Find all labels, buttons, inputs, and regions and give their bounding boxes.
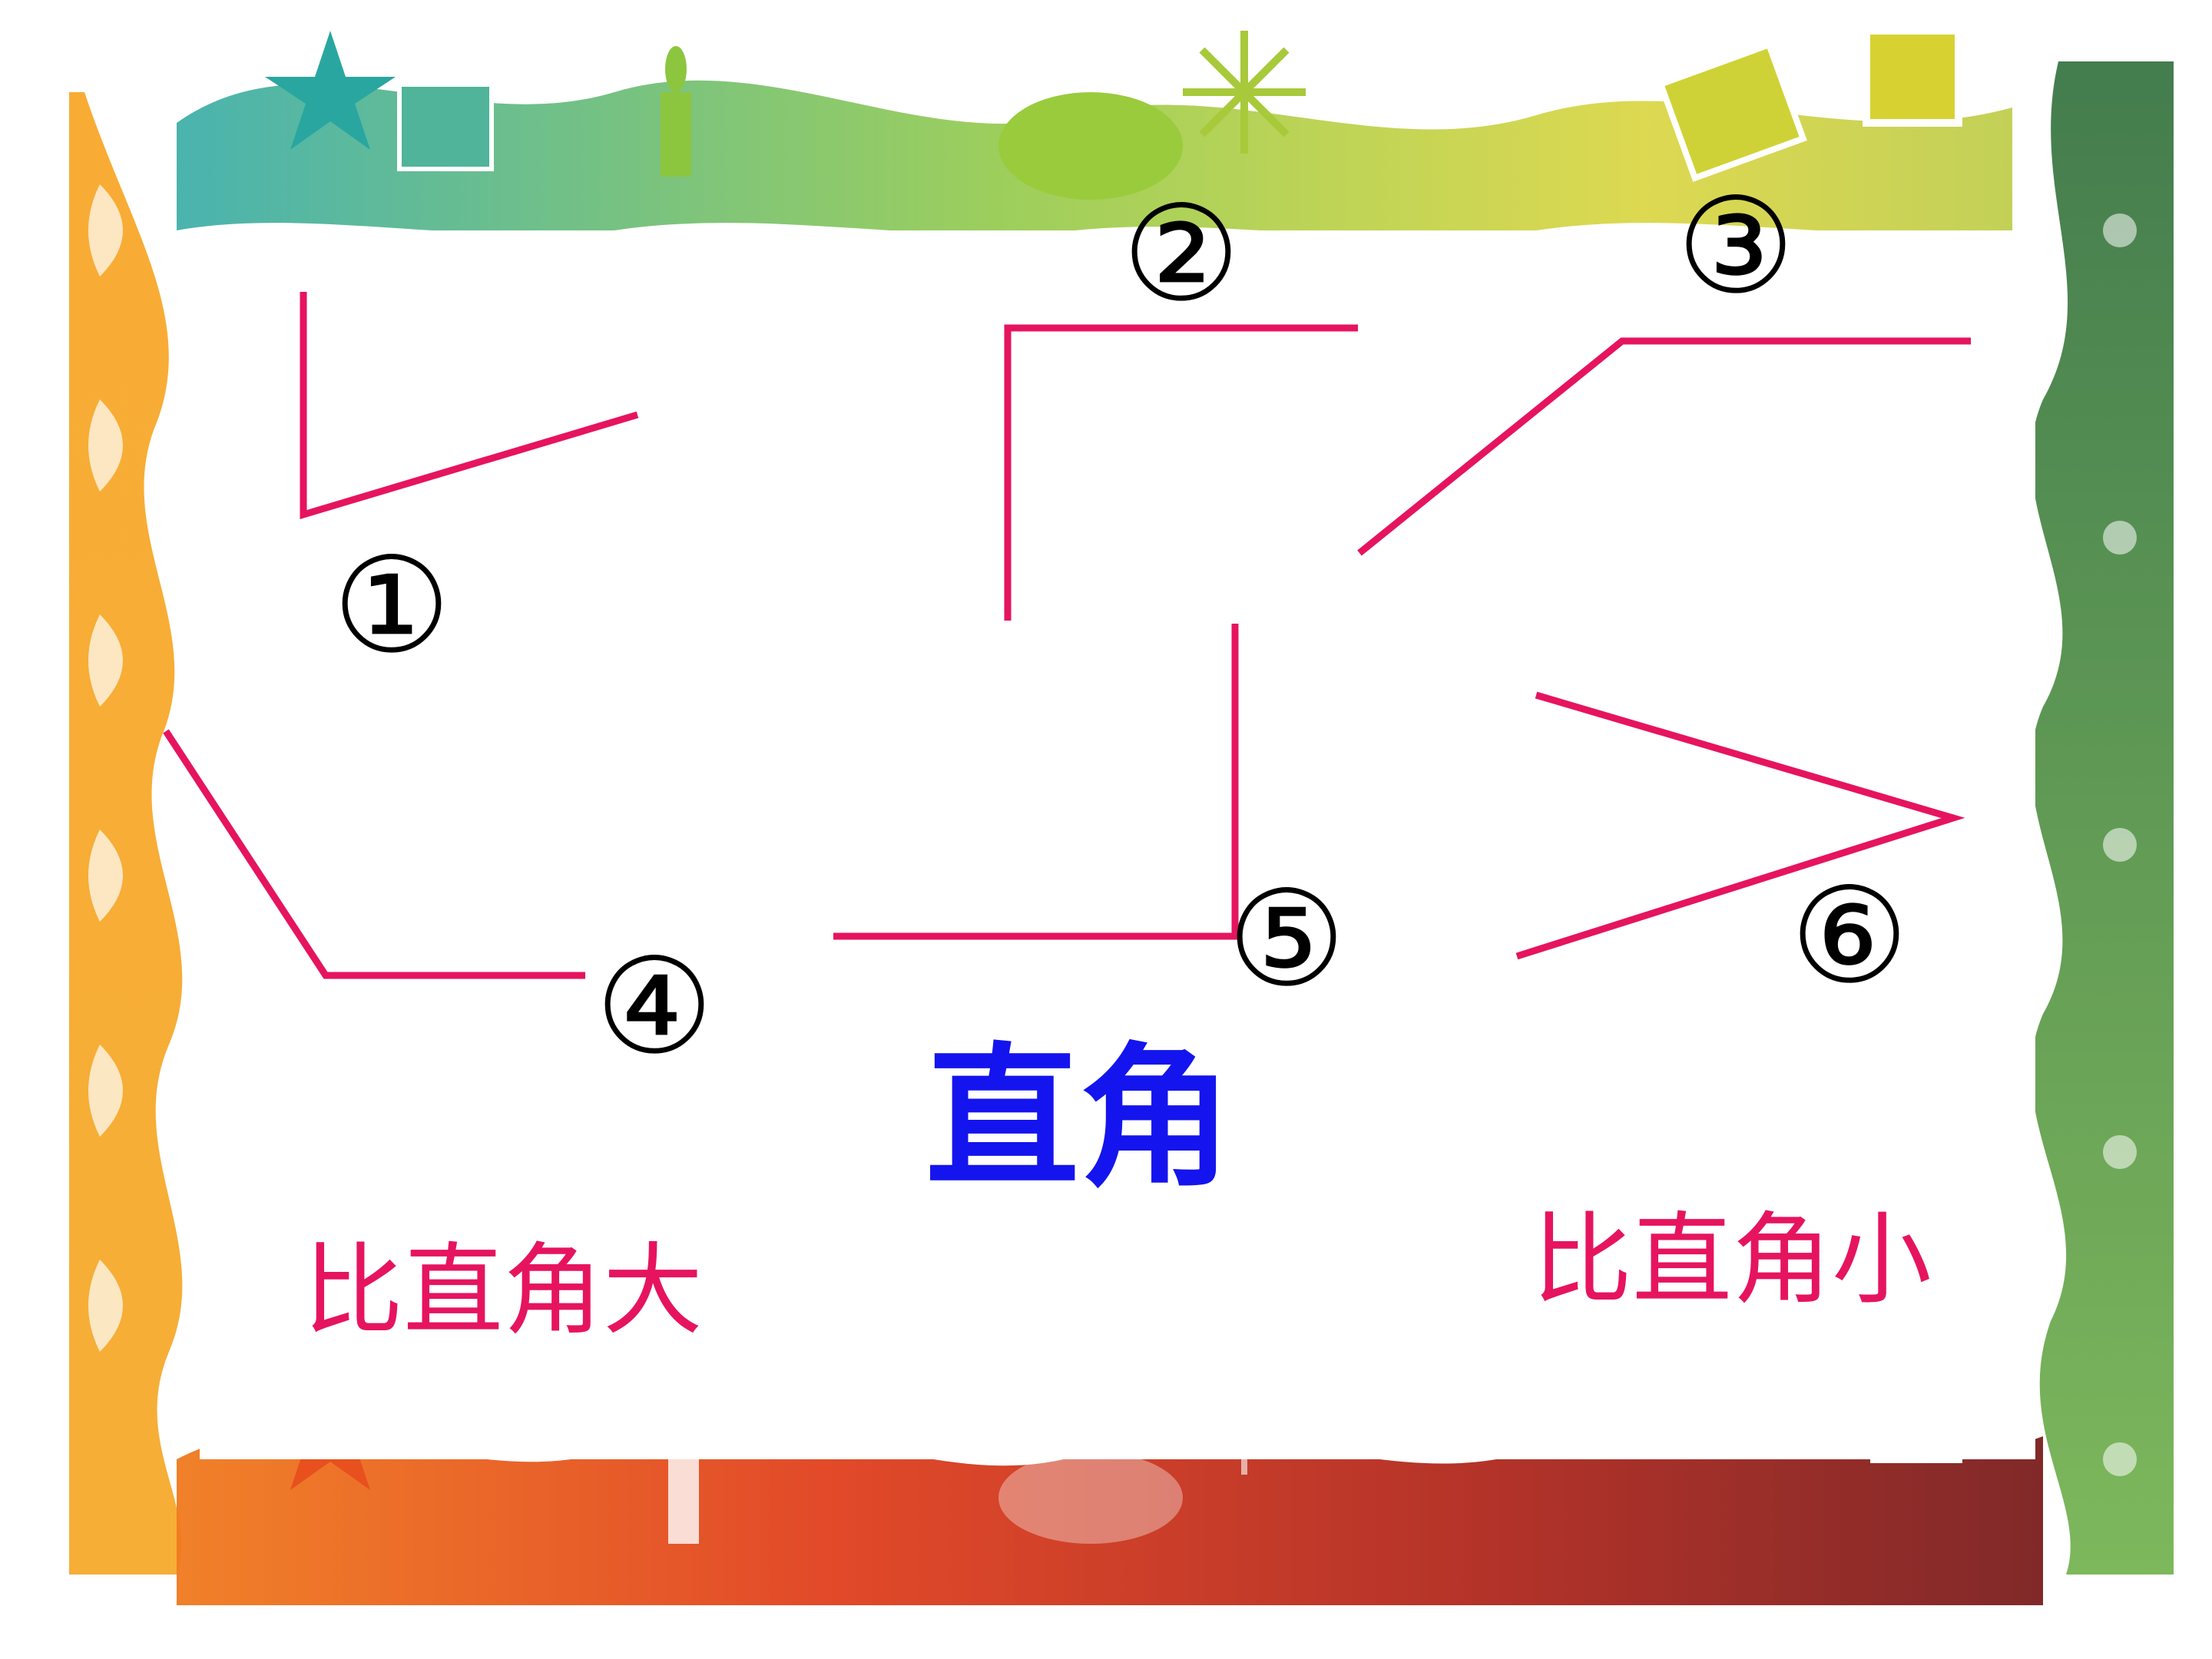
right-angle-caption: 直角	[926, 1029, 1233, 1208]
angle-4-lines	[163, 729, 585, 979]
star-icon	[265, 31, 396, 150]
larger-than-right-angle-caption: 比直角大	[303, 1232, 703, 1349]
angle-label-5: ⑤	[1227, 862, 1346, 1016]
angle-figures	[163, 292, 1971, 979]
picture-frame-icon	[1863, 27, 1962, 127]
angle-label-1: ①	[333, 528, 451, 683]
angle-label-6: ⑥	[1790, 859, 1909, 1013]
angle-2-lines	[1004, 324, 1358, 621]
present-icon	[1657, 41, 1807, 182]
frame-top-border	[177, 27, 2012, 238]
smaller-than-right-angle-caption: 比直角小	[1532, 1201, 1932, 1318]
candle-icon	[668, 1459, 699, 1544]
frame-right-border	[2031, 61, 2174, 1575]
angle-3-lines	[1357, 337, 1971, 556]
angle-1-lines	[300, 292, 639, 520]
angle-5-lines	[833, 624, 1239, 940]
angle-label-4: ④	[595, 929, 714, 1084]
gift-icon	[397, 82, 494, 171]
candle-icon	[661, 92, 691, 177]
snowflake-icon	[1183, 31, 1306, 154]
angle-6-lines	[1515, 691, 1965, 960]
angle-label-3: ③	[1677, 169, 1795, 323]
decorative-frame	[69, 27, 2174, 1605]
angle-labels: ① ② ③ ④ ⑤ ⑥	[333, 169, 1909, 1084]
frame-left-border	[69, 92, 183, 1575]
cake-icon	[998, 92, 1183, 200]
angle-label-2: ②	[1122, 177, 1240, 331]
content-panel	[200, 230, 2035, 1459]
cake-icon	[998, 1452, 1183, 1544]
